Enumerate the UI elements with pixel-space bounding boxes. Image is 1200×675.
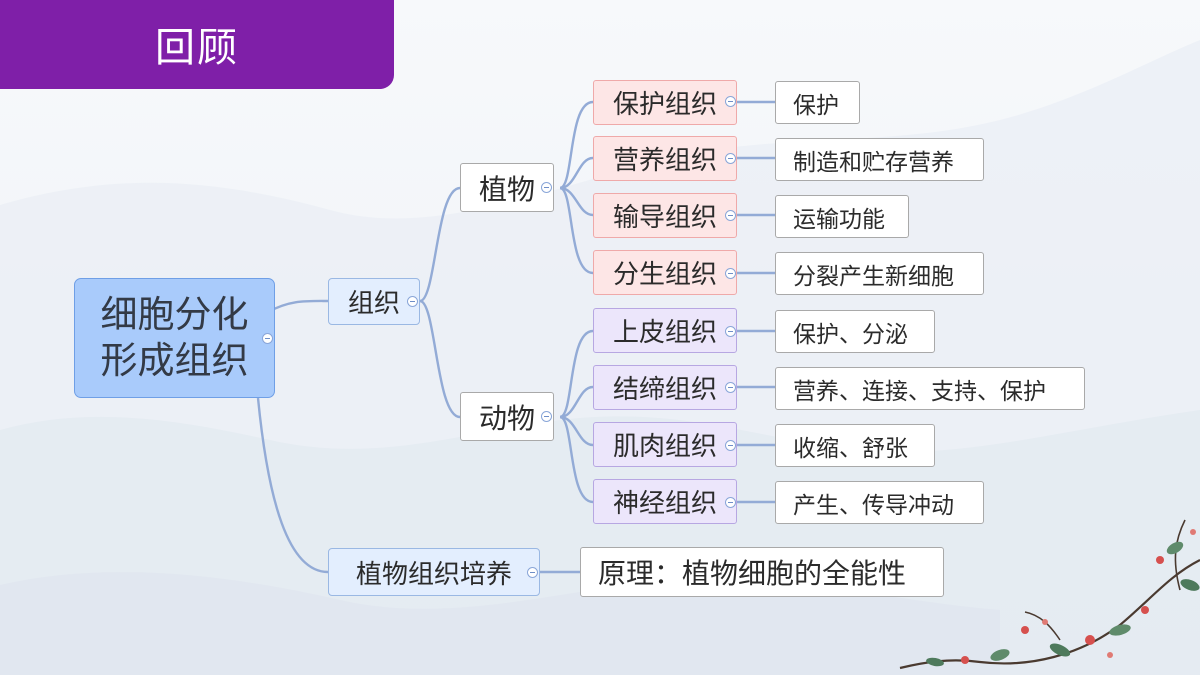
muscle-function-label: 收缩、舒张 <box>793 435 908 462</box>
muscle-tissue-label: 肌肉组织 <box>612 432 717 462</box>
meristematic-tissue-label: 分生组织 <box>612 260 717 290</box>
plant-tissue-culture-label: 植物组织培养 <box>355 559 512 590</box>
connector-plant-nutrient <box>559 156 594 190</box>
nervous-tissue-node[interactable]: 神经组织 <box>593 479 737 524</box>
collapse-toggle-tissue[interactable] <box>407 296 418 307</box>
collapse-toggle-protective[interactable] <box>725 96 736 107</box>
epithelial-function-label: 保护、分泌 <box>793 321 908 348</box>
epithelial-tissue-node[interactable]: 上皮组织 <box>593 308 737 353</box>
connective-function-label: 营养、连接、支持、保护 <box>793 378 1046 405</box>
collapse-toggle-connective[interactable] <box>725 382 736 393</box>
collapse-toggle-culture[interactable] <box>527 567 538 578</box>
conducting-tissue-node[interactable]: 输导组织 <box>593 193 737 238</box>
plant-tissue-culture-node[interactable]: 植物组织培养 <box>328 548 540 596</box>
nutrient-function-node[interactable]: 制造和贮存营养 <box>775 138 984 181</box>
meristematic-tissue-node[interactable]: 分生组织 <box>593 250 737 295</box>
nutrient-function-label: 制造和贮存营养 <box>793 149 954 176</box>
plant-node[interactable]: 植物 <box>460 163 554 212</box>
nutrient-tissue-label: 营养组织 <box>612 146 717 176</box>
meristematic-function-label: 分裂产生新细胞 <box>793 263 954 290</box>
root-node[interactable]: 细胞分化 形成组织 <box>74 278 275 398</box>
collapse-toggle-conducting[interactable] <box>725 210 736 221</box>
root-line-1: 细胞分化 <box>100 293 249 336</box>
root-line-2: 形成组织 <box>100 339 249 382</box>
protective-function-node[interactable]: 保护 <box>775 81 860 124</box>
collapse-toggle-muscle[interactable] <box>725 440 736 451</box>
title-banner: 回顾 <box>0 0 394 89</box>
connector-tissue-animal <box>419 299 461 419</box>
nutrient-tissue-node[interactable]: 营养组织 <box>593 136 737 181</box>
collapse-toggle-epithelial[interactable] <box>725 326 736 337</box>
nervous-function-node[interactable]: 产生、传导冲动 <box>775 481 984 524</box>
totipotency-principle-node[interactable]: 原理：植物细胞的全能性 <box>580 547 944 597</box>
protective-tissue-label: 保护组织 <box>612 90 717 120</box>
epithelial-tissue-label: 上皮组织 <box>612 318 717 348</box>
muscle-tissue-node[interactable]: 肌肉组织 <box>593 422 737 467</box>
collapse-toggle-plant[interactable] <box>541 182 552 193</box>
protective-tissue-node[interactable]: 保护组织 <box>593 80 737 125</box>
collapse-toggle-animal[interactable] <box>541 411 552 422</box>
conducting-function-node[interactable]: 运输功能 <box>775 195 909 238</box>
animal-node[interactable]: 动物 <box>460 392 554 441</box>
connective-tissue-node[interactable]: 结缔组织 <box>593 365 737 410</box>
connective-tissue-label: 结缔组织 <box>612 375 717 405</box>
epithelial-function-node[interactable]: 保护、分泌 <box>775 310 935 353</box>
connector-tissue-plant <box>419 186 461 303</box>
connector-root-culture <box>256 397 329 574</box>
muscle-function-node[interactable]: 收缩、舒张 <box>775 424 935 467</box>
connector-plant-meristem <box>559 186 594 275</box>
nervous-function-label: 产生、传导冲动 <box>793 492 954 519</box>
connective-function-node[interactable]: 营养、连接、支持、保护 <box>775 367 1085 410</box>
connector-plant-protect <box>559 100 594 190</box>
tissue-node[interactable]: 组织 <box>328 278 420 325</box>
slide-title: 回顾 <box>155 24 239 71</box>
connector-root-tissue <box>267 299 329 314</box>
collapse-toggle-root[interactable] <box>262 333 273 344</box>
meristematic-function-node[interactable]: 分裂产生新细胞 <box>775 252 984 295</box>
connector-animal-connective <box>559 385 594 419</box>
nervous-tissue-label: 神经组织 <box>612 489 717 519</box>
connector-animal-epithelial <box>559 329 594 419</box>
conducting-tissue-label: 输导组织 <box>612 203 717 233</box>
tissue-label: 组织 <box>347 289 400 319</box>
totipotency-principle-label: 原理：植物细胞的全能性 <box>598 557 907 590</box>
collapse-toggle-nutrient[interactable] <box>725 153 736 164</box>
protective-function-label: 保护 <box>793 92 839 119</box>
collapse-toggle-meristematic[interactable] <box>725 268 736 279</box>
animal-label: 动物 <box>478 401 535 435</box>
connector-animal-nerve <box>559 415 594 504</box>
plant-label: 植物 <box>478 172 535 206</box>
collapse-toggle-nervous[interactable] <box>725 497 736 508</box>
conducting-function-label: 运输功能 <box>793 206 885 233</box>
